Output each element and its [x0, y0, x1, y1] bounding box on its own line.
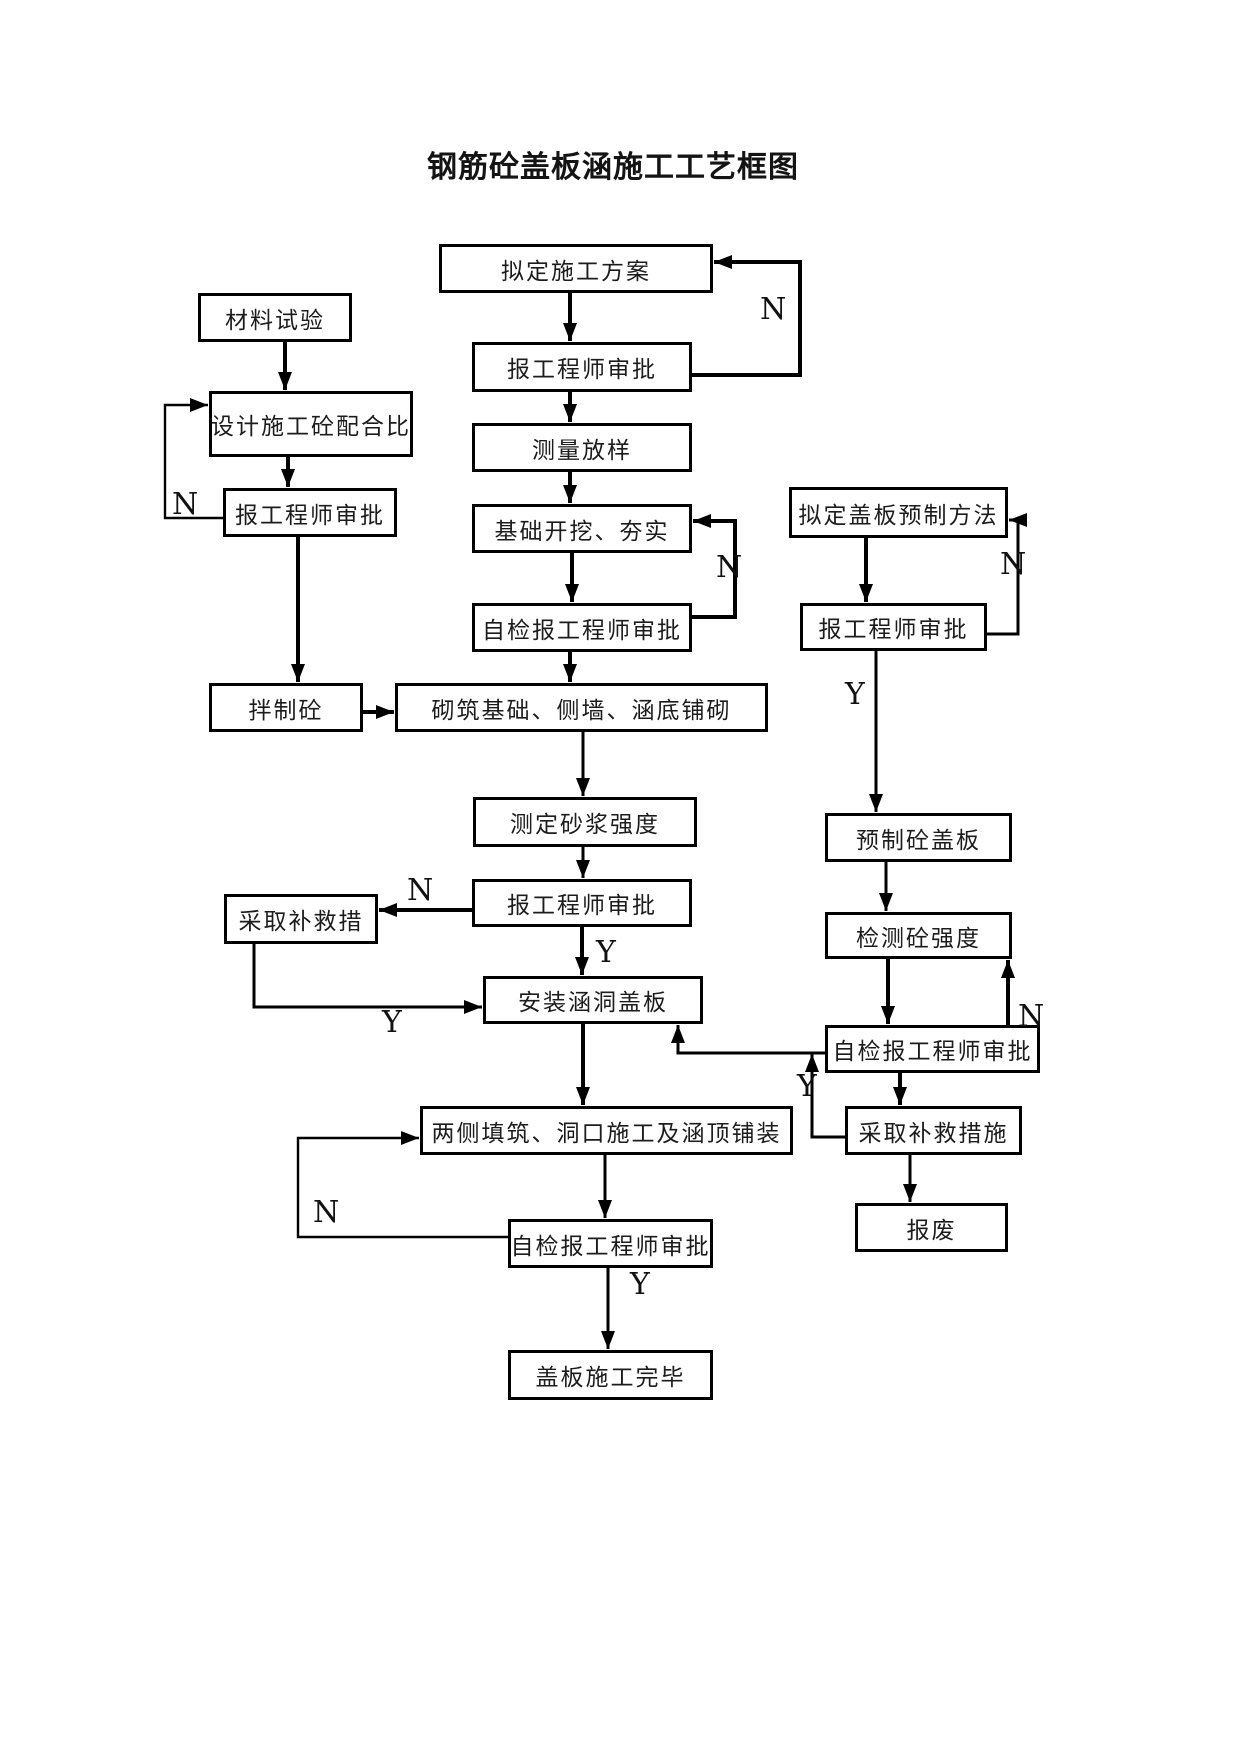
label-y-to-install: Y: [596, 935, 616, 970]
node-material-test: 材料试验: [198, 293, 352, 342]
edge-remedial2-junction-to-install: [805, 1054, 845, 1139]
node-self-check-approval-3: 自检报工程师审批: [508, 1219, 713, 1268]
label-n-excavate-loop: N: [716, 550, 743, 585]
label-y-selfcheck3: Y: [630, 1267, 650, 1302]
node-backfill-paving: 两侧填筑、洞口施工及涵顶铺装: [420, 1106, 793, 1155]
node-scrap: 报废: [855, 1203, 1008, 1252]
label-n-prefabmethod-loop: N: [1000, 547, 1027, 582]
edge-approval3-n-loop-to-prefabmethod: [987, 513, 1027, 636]
node-excavate-compact: 基础开挖、夯实: [472, 504, 692, 553]
node-draft-plan: 拟定施工方案: [439, 244, 713, 293]
label-y-approval3: Y: [845, 677, 865, 712]
node-slab-precast-method: 拟定盖板预制方法: [789, 487, 1008, 538]
node-precast-slab: 预制砼盖板: [825, 813, 1012, 862]
node-engineer-approval-2: 报工程师审批: [223, 488, 397, 537]
node-remedial-measures-1: 采取补救措: [224, 894, 378, 944]
node-design-mix-ratio: 设计施工砼配合比: [209, 391, 413, 457]
node-install-slab: 安装涵洞盖板: [483, 976, 703, 1024]
node-check-strength: 检测砼强度: [825, 912, 1012, 959]
node-self-check-approval-1: 自检报工程师审批: [472, 603, 692, 652]
label-y-remedial1: Y: [382, 1005, 402, 1040]
label-n-to-remedial1: N: [407, 873, 434, 908]
label-n-backfill-loop: N: [313, 1195, 340, 1230]
node-engineer-approval-3: 报工程师审批: [800, 603, 987, 651]
edge-approval2-n-loop-to-designmix: [163, 398, 223, 520]
page-title: 钢筋砼盖板涵施工工艺框图: [427, 150, 799, 185]
node-complete: 盖板施工完毕: [508, 1350, 713, 1400]
node-survey-layout: 测量放样: [472, 423, 692, 472]
edge-selfcheck3-n-loop-to-backfill: [296, 1131, 508, 1239]
label-y-selfcheck2: Y: [797, 1069, 817, 1104]
label-n-checkstrength-loop: N: [1018, 999, 1045, 1034]
node-masonry-base: 砌筑基础、侧墙、涵底铺砌: [395, 683, 768, 732]
node-engineer-approval-1: 报工程师审批: [472, 342, 692, 392]
edge-selfcheck2-y-to-install: [671, 1025, 825, 1055]
edge-remedial1-y-to-install: [252, 944, 482, 1014]
node-mortar-strength: 测定砂浆强度: [473, 797, 697, 847]
edge-approval1-n-loop-to-draftplan: [692, 255, 802, 377]
label-n-draftplan-loop: N: [760, 292, 787, 327]
node-engineer-approval-4: 报工程师审批: [472, 879, 692, 927]
node-self-check-approval-2: 自检报工程师审批: [825, 1025, 1040, 1073]
node-mix-concrete: 拌制砼: [209, 683, 363, 732]
node-remedial-measures-2: 采取补救措施: [845, 1106, 1022, 1155]
label-n-designmix-loop: N: [172, 487, 199, 522]
edge-selfcheck1-n-loop-to-excavate: [692, 514, 737, 619]
